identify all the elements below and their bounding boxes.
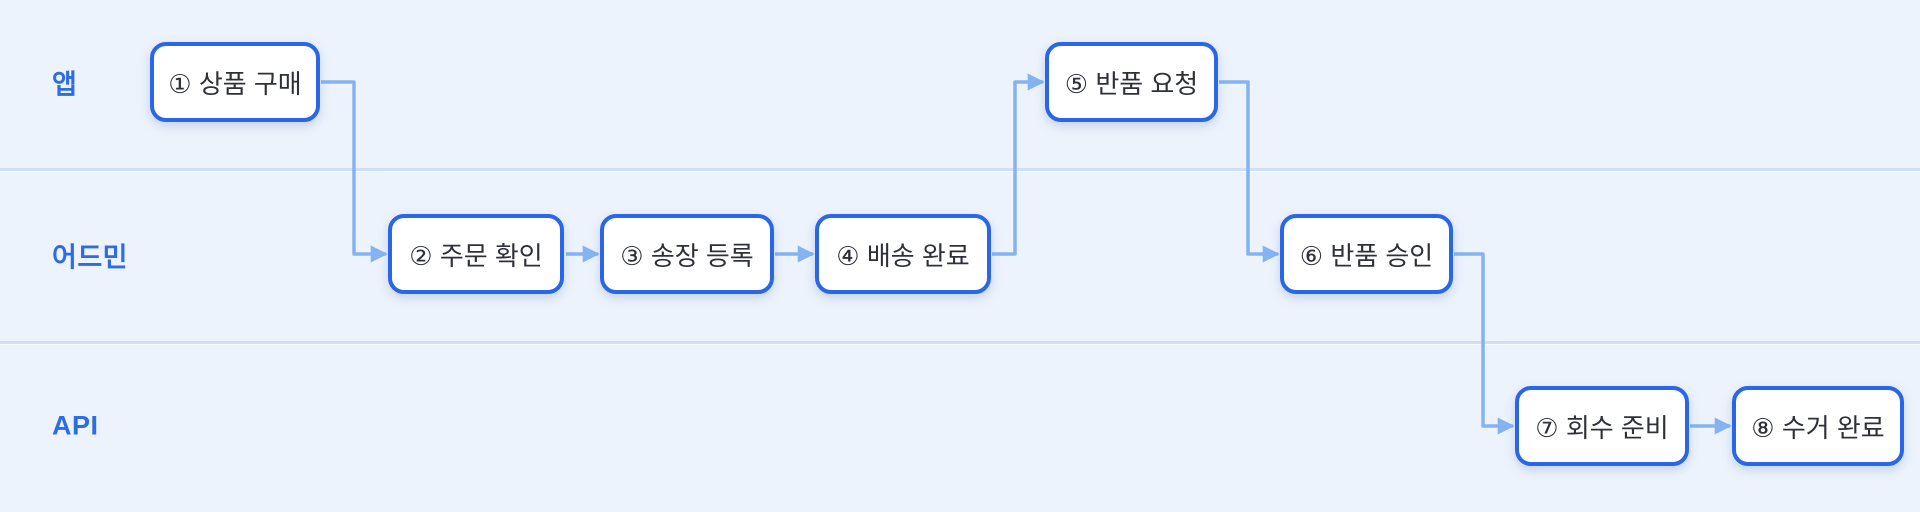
node-delivery-complete: ④ 배송 완료 — [815, 214, 991, 294]
node-invoice-register: ③ 송장 등록 — [600, 214, 774, 294]
edge-4-5 — [992, 73, 1045, 256]
node-label: ⑦ 회수 준비 — [1535, 412, 1669, 443]
node-label: ⑤ 반품 요청 — [1064, 68, 1199, 99]
node-label: ⑥ 반품 승인 — [1299, 240, 1434, 271]
lane-label-api: API — [52, 410, 99, 441]
node-order-confirm: ② 주문 확인 — [388, 214, 564, 294]
node-label: ③ 송장 등록 — [620, 240, 754, 271]
node-label: ① 상품 구매 — [168, 68, 302, 99]
node-label: ② 주문 확인 — [409, 240, 543, 271]
edge-1-2 — [321, 80, 388, 263]
node-return-request: ⑤ 반품 요청 — [1045, 42, 1218, 122]
lane-label-admin: 어드민 — [52, 242, 129, 273]
node-label: ⑧ 수거 완료 — [1751, 412, 1885, 443]
lane-separator-admin-api — [0, 341, 1920, 344]
edge-6-7 — [1454, 252, 1515, 435]
node-product-purchase: ① 상품 구매 — [150, 42, 320, 122]
node-label: ④ 배송 완료 — [836, 240, 970, 271]
node-collection-complete: ⑧ 수거 완료 — [1732, 386, 1904, 466]
node-pickup-prepare: ⑦ 회수 준비 — [1515, 386, 1689, 466]
lane-separator-app-admin — [0, 168, 1920, 171]
lane-label-app: 앱 — [52, 69, 78, 100]
node-return-approve: ⑥ 반품 승인 — [1280, 214, 1453, 294]
edge-5-6 — [1219, 80, 1280, 263]
